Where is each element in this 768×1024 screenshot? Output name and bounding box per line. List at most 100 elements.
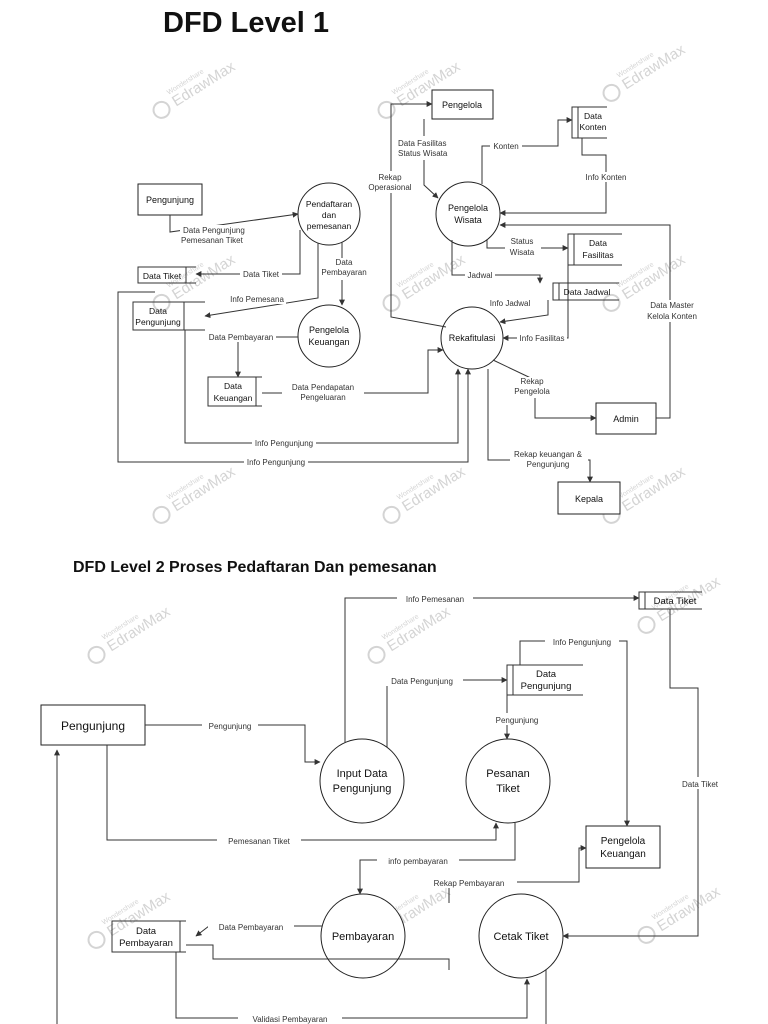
store-data-keuangan[interactable]: Data Keuangan <box>207 376 262 407</box>
label-info-fasilitas: Info Fasilitas <box>520 334 565 343</box>
process-pengelola-keuangan[interactable]: Pengelola Keuangan <box>297 304 361 368</box>
entity-kepala[interactable]: Kepala <box>557 481 621 515</box>
store-data-pengunjung[interactable]: Data Pengunjung <box>132 301 205 331</box>
label-rekap-keuangan-1: Rekap keuangan & <box>514 450 583 459</box>
store-data-jadwal[interactable]: Data Jadwal <box>552 282 619 301</box>
l2-process-cetak-label: Cetak Tiket <box>493 931 548 943</box>
l2-store-data-pembayaran[interactable]: Data Pembayaran <box>111 920 186 953</box>
l2-flow-validasi <box>175 952 530 1019</box>
l2-process-input-line1: Input Data <box>337 768 389 780</box>
process-pengelola-wisata-line1: Pengelola <box>448 203 488 213</box>
l2-label-info-pengunjung: Info Pengunjung <box>553 638 611 647</box>
edrawmax-logo-icon <box>382 293 401 312</box>
edrawmax-logo-icon <box>87 930 106 949</box>
label-rekap-pengelola-2: Pengelola <box>514 387 550 396</box>
process-pengelola-keuangan-line1: Pengelola <box>309 325 349 335</box>
l2-label-pengunjung-a: Pengunjung <box>209 722 252 731</box>
flow-rekap-to-admin <box>492 359 597 421</box>
store-data-tiket-label: Data Tiket <box>143 271 182 281</box>
label-konten: Konten <box>493 142 518 151</box>
store-data-keuangan-line2: Keuangan <box>214 393 253 403</box>
process-pengelola-wisata-line2: Wisata <box>454 215 482 225</box>
store-data-fasilitas-line1: Data <box>589 238 607 248</box>
edrawmax-logo-icon <box>377 100 396 119</box>
l2-flow-store-to-rekap <box>186 944 450 970</box>
label-data-pembayaran-b: Data Pembayaran <box>209 333 273 342</box>
l2-process-pesanan[interactable]: Pesanan Tiket <box>465 738 551 824</box>
store-data-fasilitas-line2: Fasilitas <box>582 250 613 260</box>
store-data-jadwal-label: Data Jadwal <box>564 287 611 297</box>
flow-fasilitas-to-rekap <box>502 257 569 341</box>
label-data-pembayaran-a-2: Pembayaran <box>321 268 366 277</box>
entity-pengunjung[interactable]: Pengunjung <box>137 183 203 216</box>
entity-pengelola-label: Pengelola <box>442 100 482 110</box>
l2-store-data-pembayaran-line1: Data <box>136 926 157 937</box>
l2-flow-tiket-to-cetak <box>562 609 699 939</box>
entity-pengunjung-label: Pengunjung <box>146 195 194 205</box>
label-jadwal: Jadwal <box>468 271 493 280</box>
l2-entity-pengunjung-label: Pengunjung <box>61 719 125 733</box>
l2-label-data-pembayaran: Data Pembayaran <box>219 923 283 932</box>
edrawmax-logo-icon <box>637 615 656 634</box>
flow-pengunjung-to-pendaftaran <box>169 211 299 233</box>
entity-admin-label: Admin <box>613 414 639 424</box>
l2-process-cetak[interactable]: Cetak Tiket <box>478 893 564 979</box>
entity-admin[interactable]: Admin <box>595 402 657 435</box>
label-pendapatan-2: Pengeluaran <box>300 393 345 402</box>
level1-title: DFD Level 1 <box>163 7 329 39</box>
label-pengunjung-pemesanan-2: Pemesanan Tiket <box>181 236 244 245</box>
flow-rekap-operasional <box>390 101 447 328</box>
l2-entity-pengunjung[interactable]: Pengunjung <box>40 704 146 746</box>
flow-konten-to-wisata <box>499 138 607 216</box>
entity-pengelola[interactable]: Pengelola <box>431 89 494 120</box>
l2-entity-pengelola-keuangan[interactable]: Pengelola Keuangan <box>585 825 661 869</box>
l2-process-pembayaran-label: Pembayaran <box>332 931 394 943</box>
process-pendaftaran-line1: Pendaftaran <box>306 199 353 209</box>
l2-process-input[interactable]: Input Data Pengunjung <box>319 738 405 824</box>
edrawmax-logo-icon <box>152 293 171 312</box>
l2-flow-rekap-pembayaran <box>448 845 587 903</box>
store-data-konten-line1: Data <box>584 111 602 121</box>
label-rekap-keuangan-2: Pengunjung <box>527 460 570 469</box>
store-data-pengunjung-line2: Pengunjung <box>135 317 181 327</box>
l2-process-pembayaran[interactable]: Pembayaran <box>320 893 406 979</box>
edrawmax-logo-icon <box>602 83 621 102</box>
l2-label-pemesanan-tiket: Pemesanan Tiket <box>228 837 291 846</box>
edrawmax-logo-icon <box>602 293 621 312</box>
label-pengunjung-pemesanan-1: Data Pengunjung <box>183 226 245 235</box>
l2-store-data-pengunjung-line1: Data <box>536 669 557 680</box>
edrawmax-logo-icon <box>152 505 171 524</box>
label-status-wisata-1: Status <box>511 237 534 246</box>
l2-store-data-pengunjung[interactable]: Data Pengunjung <box>506 664 583 696</box>
store-data-fasilitas[interactable]: Data Fasilitas <box>567 233 622 266</box>
store-data-konten[interactable]: Data Konten <box>571 106 607 139</box>
flow-tiket-info-to-rekap <box>117 291 471 463</box>
edrawmax-logo-icon <box>637 925 656 944</box>
l2-flow-pemesanan-tiket <box>106 745 499 841</box>
label-info-pengunjung-a: Info Pengunjung <box>255 439 313 448</box>
process-pendaftaran[interactable]: Pendaftaran dan pemesanan <box>297 182 361 246</box>
l2-process-input-line2: Pengunjung <box>333 783 392 795</box>
l2-label-validasi: Validasi Pembayaran <box>252 1015 327 1024</box>
flow-wisata-to-jadwal <box>451 240 543 284</box>
label-rekap-operasional-2: Operasional <box>368 183 411 192</box>
store-data-tiket[interactable]: Data Tiket <box>137 266 196 284</box>
label-fasilitas-status-1: Data Fasilitas <box>398 139 446 148</box>
level2-title: DFD Level 2 Proses Pedaftaran Dan pemesa… <box>73 559 437 576</box>
label-info-konten: Info Konten <box>586 173 627 182</box>
process-rekafitulasi[interactable]: Rekafitulasi <box>440 306 504 370</box>
process-pengelola-wisata[interactable]: Pengelola Wisata <box>435 181 501 247</box>
level2-flow-labels: Info Pemesanan Info Pengunjung Data Peng… <box>202 592 726 1024</box>
process-pendaftaran-line3: pemesanan <box>307 221 352 231</box>
edrawmax-logo-icon <box>367 645 386 664</box>
label-info-pemesana: Info Pemesana <box>230 295 284 304</box>
l2-label-info-pembayaran: info pembayaran <box>388 857 448 866</box>
label-info-jadwal: Info Jadwal <box>490 299 531 308</box>
level1-diagram: Pengunjung Pengelola Admin Kepala Pendaf… <box>117 89 700 515</box>
l2-process-pesanan-line2: Tiket <box>496 783 519 795</box>
